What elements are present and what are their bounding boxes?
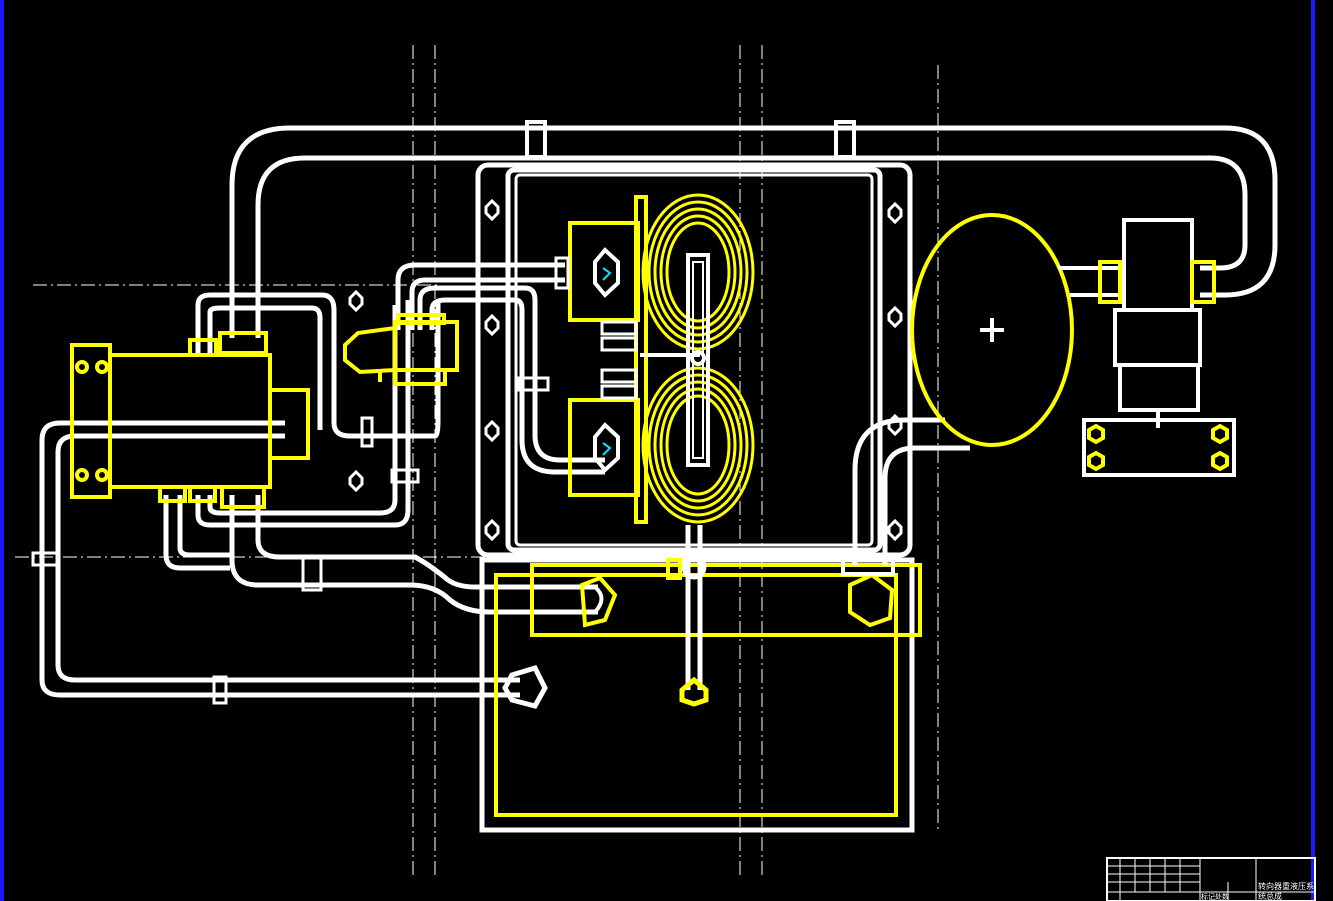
drain-rod [679, 525, 709, 707]
title-block-title-line1: 转向器重液压系 [1258, 881, 1314, 891]
port-accent [602, 267, 612, 456]
coil-spring-upper [641, 193, 755, 351]
housing-bolts [348, 198, 903, 542]
title-block-small-label: 标记处数 [1201, 892, 1229, 901]
filter-unit [70, 331, 310, 509]
reservoir-cap [910, 213, 1074, 447]
center-pipes [395, 262, 605, 475]
return-elbow-pipe [852, 417, 970, 565]
control-valve-block [568, 195, 648, 524]
pump-clamps [1087, 260, 1229, 472]
coil-spring-lower [641, 366, 755, 524]
drawing-frame-left-edge [0, 0, 4, 901]
left-pipe-network [31, 292, 598, 705]
spring-guide-rod [686, 253, 710, 467]
lower-fittings [579, 558, 895, 628]
priority-valve [343, 313, 459, 386]
title-block [1106, 857, 1316, 901]
hex-fitting-bottom-left [502, 664, 548, 709]
pump-assembly [1058, 218, 1236, 477]
title-block-title-line2: 统总成 [1258, 891, 1282, 901]
top-return-pipe [229, 120, 1278, 338]
valve-ports [554, 247, 700, 473]
drawing-frame-right-edge [1311, 0, 1315, 901]
